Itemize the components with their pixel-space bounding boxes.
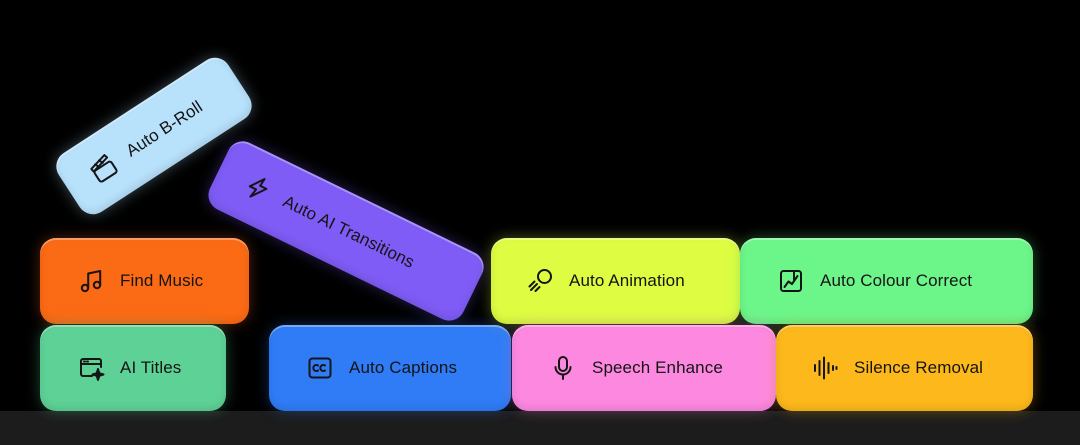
auto-animation-label: Auto Animation <box>569 271 685 290</box>
cc-icon <box>305 353 335 383</box>
title-sparkle-icon <box>76 353 106 383</box>
silence-removal-chip[interactable]: Silence Removal <box>776 325 1033 411</box>
floor-bar <box>0 411 1080 445</box>
auto-broll-chip[interactable]: Auto B-Roll <box>50 51 258 221</box>
auto-ai-transitions-label: Auto AI Transitions <box>280 191 418 272</box>
lightning-icon <box>238 168 278 208</box>
speech-enhance-label: Speech Enhance <box>592 358 723 377</box>
speech-enhance-chip[interactable]: Speech Enhance <box>512 325 776 411</box>
silence-removal-label: Silence Removal <box>854 358 984 377</box>
waveform-icon <box>810 353 840 383</box>
color-chart-icon <box>776 266 806 296</box>
ai-titles-label: AI Titles <box>120 358 182 377</box>
find-music-chip[interactable]: Find Music <box>40 238 249 324</box>
microphone-icon <box>548 353 578 383</box>
auto-captions-label: Auto Captions <box>349 358 458 377</box>
find-music-label: Find Music <box>120 271 204 290</box>
auto-ai-transitions-chip[interactable]: Auto AI Transitions <box>203 135 489 327</box>
clapperboard-icon <box>83 148 124 189</box>
comet-icon <box>525 266 555 296</box>
auto-animation-chip[interactable]: Auto Animation <box>491 238 740 324</box>
music-note-icon <box>76 266 106 296</box>
auto-broll-label: Auto B-Roll <box>122 97 206 161</box>
auto-colour-correct-label: Auto Colour Correct <box>820 271 973 290</box>
ai-titles-chip[interactable]: AI Titles <box>40 325 226 411</box>
auto-colour-correct-chip[interactable]: Auto Colour Correct <box>740 238 1033 324</box>
auto-captions-chip[interactable]: Auto Captions <box>269 325 511 411</box>
